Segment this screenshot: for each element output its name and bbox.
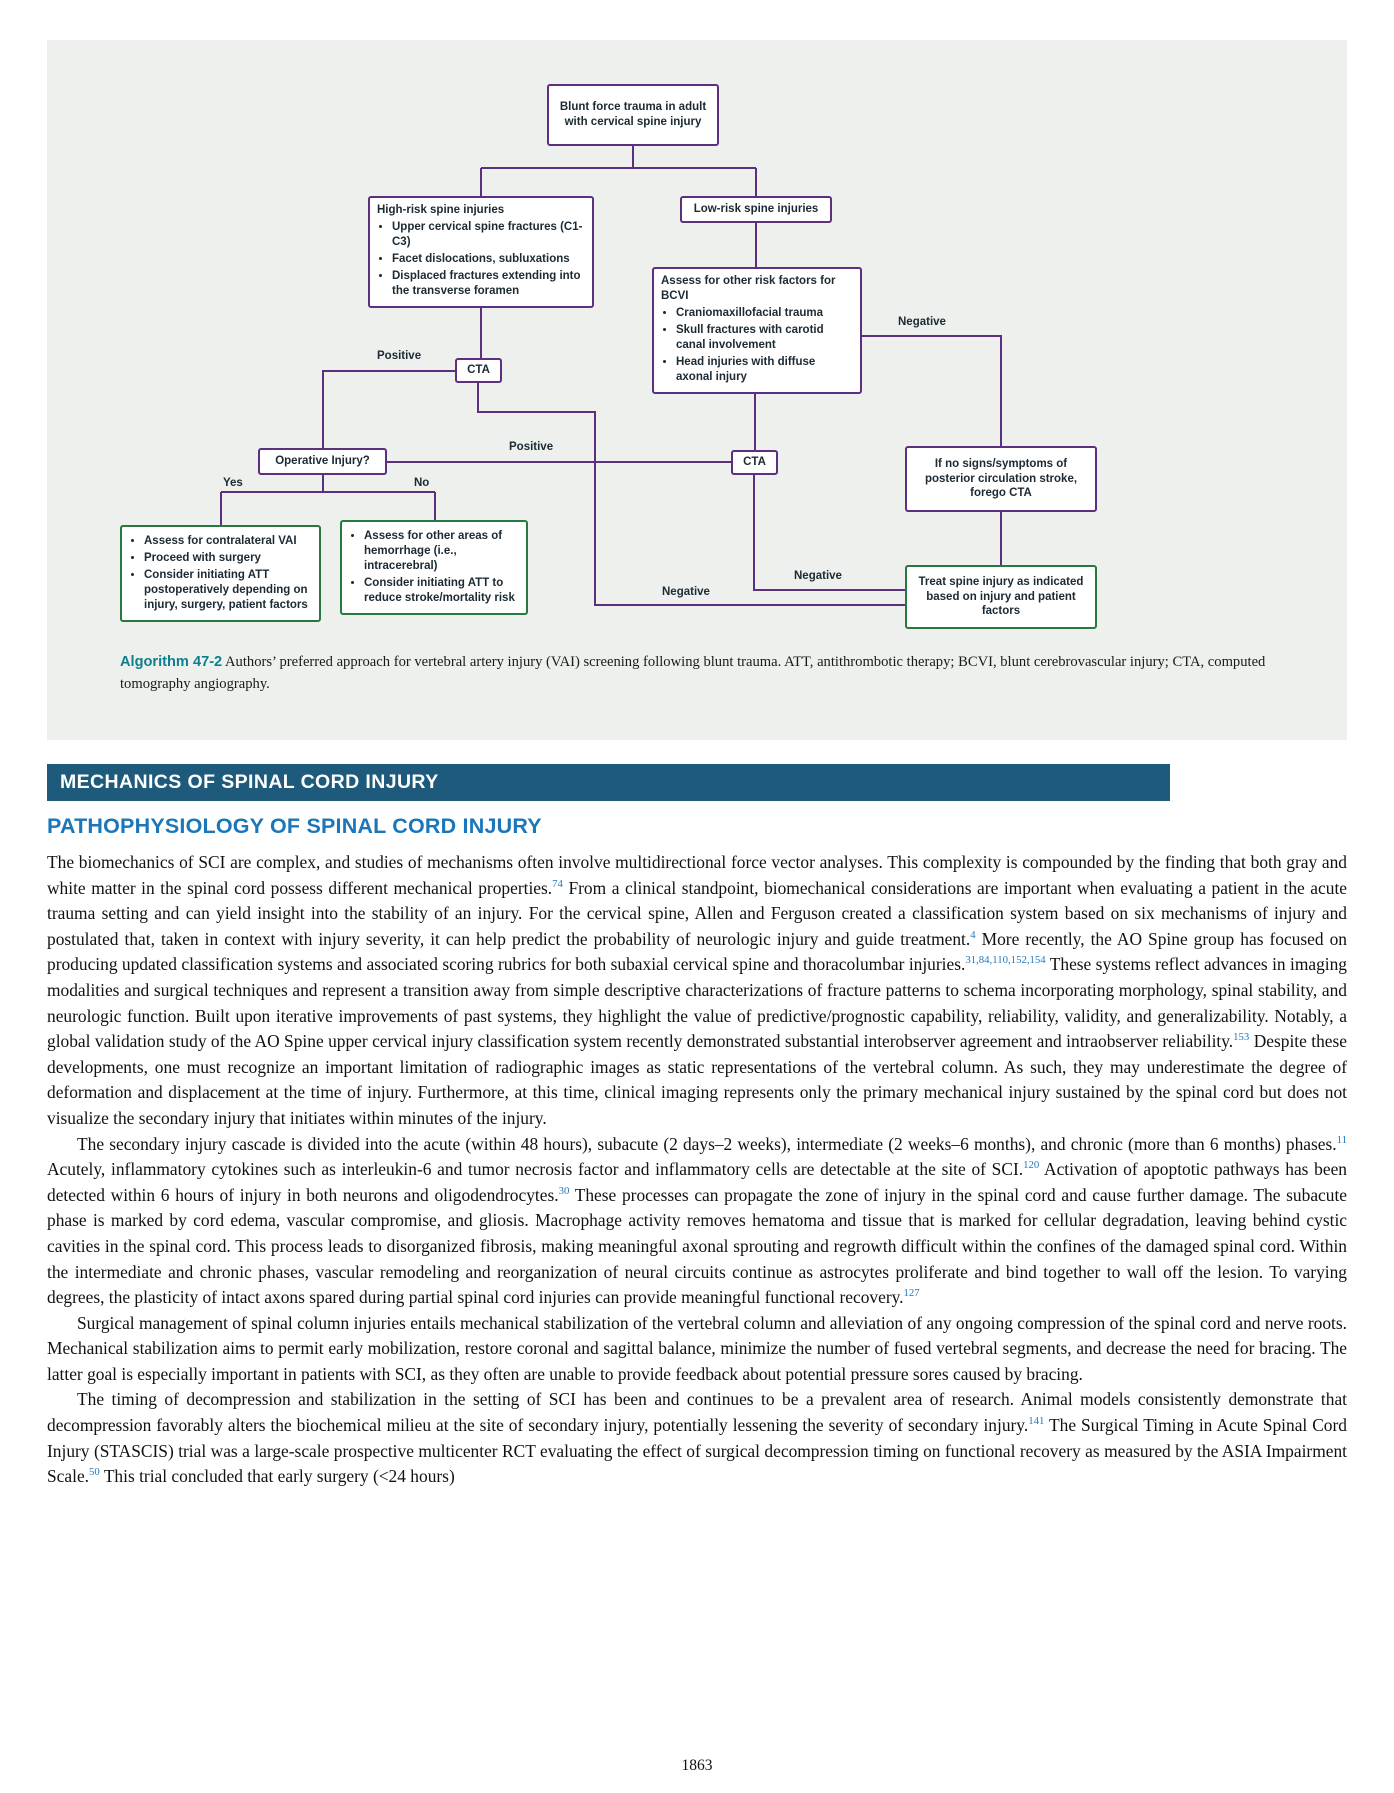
node-text: Low-risk spine injuries: [693, 203, 819, 216]
page-number: 1863: [681, 1757, 713, 1774]
node-title: High-risk spine injuries: [377, 204, 505, 216]
node-text: Operative Injury?: [275, 455, 370, 468]
node-bullet: Assess for other areas of hemorrhage (i.…: [364, 529, 519, 574]
node-bullet-list: Upper cervical spine fractures (C1-C3) F…: [377, 220, 585, 299]
paragraph: The secondary injury cascade is divided …: [47, 1133, 1347, 1308]
figure-caption-text: Authors’ preferred approach for vertebra…: [120, 654, 1266, 692]
edge-label-yes: Yes: [223, 477, 243, 489]
node-bullet: Consider initiating ATT to reduce stroke…: [364, 576, 519, 606]
reference-superscript: 74: [552, 877, 563, 890]
flowchart-node-low-risk-spine-injuries: Low-risk spine injuries: [680, 196, 832, 223]
reference-superscript: 141: [1028, 1415, 1045, 1428]
flowchart-node-cta-low-risk: CTA: [731, 450, 778, 475]
node-text: Blunt force trauma in adult with cervica…: [559, 101, 707, 128]
node-bullet: Assess for contralateral VAI: [144, 534, 312, 549]
node-text: CTA: [467, 364, 490, 377]
edge-label-positive-low: Positive: [509, 441, 554, 453]
node-bullet: Displaced fractures extending into the t…: [392, 269, 585, 299]
flowchart-node-operative-yes-outcome: Assess for contralateral VAI Proceed wit…: [120, 525, 321, 622]
reference-superscript: 11: [1336, 1133, 1347, 1146]
node-bullet-list: Assess for other areas of hemorrhage (i.…: [349, 529, 519, 606]
flowchart-connectors: [220, 146, 1002, 606]
node-bullet: Facet dislocations, subluxations: [392, 252, 585, 267]
section-banner-title: MECHANICS OF SPINAL CORD INJURY: [60, 771, 439, 793]
flowchart-node-assess-bcvi-risk-factors: Assess for other risk factors for BCVI C…: [652, 267, 862, 394]
paragraph: The biomechanics of SCI are complex, and…: [47, 852, 1347, 1128]
edge-label-negative-bcvi: Negative: [898, 316, 946, 328]
paragraph: Surgical management of spinal column inj…: [47, 1312, 1347, 1384]
paragraph: The timing of decompression and stabiliz…: [47, 1389, 1347, 1487]
node-bullet: Consider initiating ATT postoperatively …: [144, 568, 312, 613]
node-bullet: Skull fractures with carotid canal invol…: [676, 323, 853, 353]
node-bullet: Proceed with surgery: [144, 551, 312, 566]
node-bullet-list: Craniomaxillofacial trauma Skull fractur…: [661, 306, 853, 385]
node-bullet-list: Assess for contralateral VAI Proceed wit…: [129, 534, 312, 613]
section-banner: MECHANICS OF SPINAL CORD INJURY: [47, 764, 1170, 801]
reference-superscript: 4: [970, 928, 976, 941]
flowchart-node-operative-no-outcome: Assess for other areas of hemorrhage (i.…: [340, 520, 528, 615]
flowchart-node-operative-injury: Operative Injury?: [258, 448, 387, 475]
flowchart-node-high-risk-spine-injuries: High-risk spine injuries Upper cervical …: [368, 196, 594, 308]
edge-label-negative-cta-low: Negative: [794, 570, 842, 582]
flowchart-node-cta-high-risk: CTA: [455, 358, 502, 383]
figure-caption: Algorithm 47-2 Authors’ preferred approa…: [120, 652, 1270, 696]
reference-superscript: 50: [89, 1466, 100, 1479]
subsection-heading: PATHOPHYSIOLOGY OF SPINAL CORD INJURY: [47, 814, 542, 838]
node-bullet: Head injuries with diffuse axonal injury: [676, 355, 853, 385]
body-text: The biomechanics of SCI are complex, and…: [47, 850, 1347, 1490]
node-title: Assess for other risk factors for BCVI: [661, 275, 836, 302]
flowchart-node-blunt-force-trauma: Blunt force trauma in adult with cervica…: [547, 84, 719, 146]
reference-superscript: 31,84,110,152,154: [965, 954, 1046, 967]
edge-label-positive-high: Positive: [377, 350, 422, 362]
node-text: Treat spine injury as indicated based on…: [918, 575, 1084, 618]
edge-label-no: No: [414, 477, 430, 489]
flowchart-node-treat-spine-injury: Treat spine injury as indicated based on…: [905, 565, 1097, 629]
flowchart-node-forego-cta: If no signs/symptoms of posterior circul…: [905, 446, 1097, 512]
node-text: If no signs/symptoms of posterior circul…: [924, 457, 1078, 500]
node-bullet: Craniomaxillofacial trauma: [676, 306, 853, 321]
edge-label-negative-cta-high: Negative: [662, 586, 710, 598]
node-text: CTA: [743, 456, 766, 469]
figure-caption-label: Algorithm 47-2: [120, 654, 223, 670]
node-bullet: Upper cervical spine fractures (C1-C3): [392, 220, 585, 250]
figure-algorithm-47-2: Blunt force trauma in adult with cervica…: [47, 40, 1347, 740]
reference-superscript: 30: [558, 1184, 570, 1197]
reference-superscript: 153: [1233, 1031, 1250, 1044]
reference-superscript: 127: [903, 1287, 920, 1300]
reference-superscript: 120: [1023, 1159, 1040, 1172]
